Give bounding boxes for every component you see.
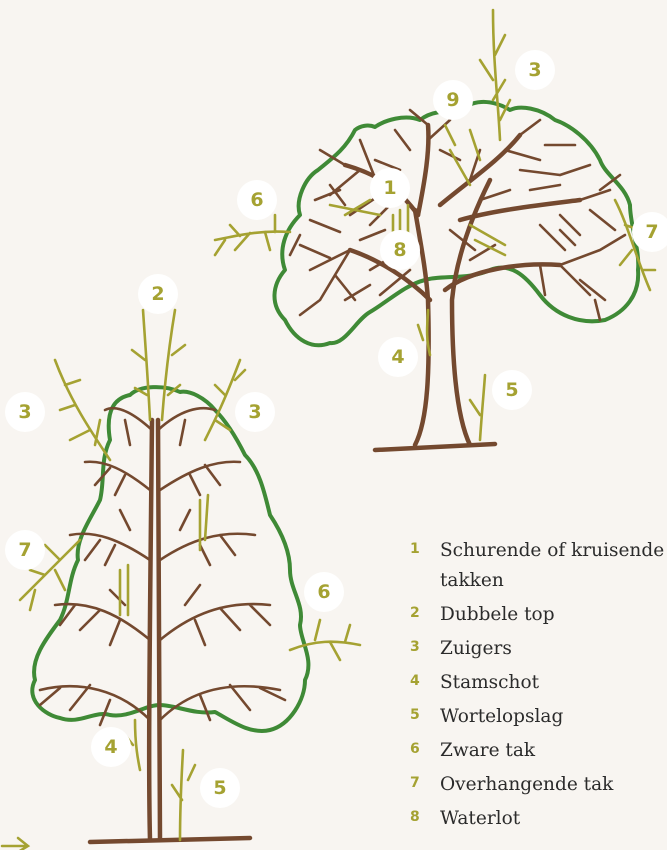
legend-label: Zuigers [440, 634, 665, 664]
legend-number: 2 [410, 600, 440, 621]
marker-conical-5: 5 [200, 768, 240, 808]
legend-number: 7 [410, 770, 440, 791]
marker-conical-6: 6 [304, 572, 344, 612]
marker-round-1: 1 [370, 168, 410, 208]
legend: 1Schurende of kruisende takken 2Dubbele … [410, 536, 665, 838]
marker-round-7: 7 [632, 212, 667, 252]
legend-item: 3Zuigers [410, 634, 665, 664]
marker-conical-4: 4 [91, 727, 131, 767]
legend-number: 3 [410, 634, 440, 655]
marker-round-9: 9 [433, 80, 473, 120]
legend-number: 5 [410, 702, 440, 723]
legend-item: 2Dubbele top [410, 600, 665, 630]
legend-label: Schurende of kruisende takken [440, 536, 665, 596]
legend-number: 1 [410, 536, 440, 557]
marker-conical-3-right: 3 [235, 392, 275, 432]
legend-item: 1Schurende of kruisende takken [410, 536, 665, 596]
legend-label: Wortelopslag [440, 702, 665, 732]
legend-label: Dubbele top [440, 600, 665, 630]
legend-item: 5Wortelopslag [410, 702, 665, 732]
legend-label: Zware tak [440, 736, 665, 766]
legend-item: 6Zware tak [410, 736, 665, 766]
marker-round-3: 3 [515, 50, 555, 90]
marker-round-6: 6 [237, 180, 277, 220]
round-tree-canopy-outline [274, 102, 638, 345]
legend-label: Stamschot [440, 668, 665, 698]
legend-number: 4 [410, 668, 440, 689]
marker-round-5: 5 [492, 370, 532, 410]
legend-item: 7Overhangende tak [410, 770, 665, 800]
marker-conical-3-left: 3 [5, 392, 45, 432]
legend-label: Overhangende tak [440, 770, 665, 800]
round-tree-problem-branches [215, 10, 655, 440]
legend-number: 6 [410, 736, 440, 757]
round-tree-branches [290, 110, 625, 320]
conical-tree [20, 310, 360, 842]
marker-conical-7: 7 [5, 530, 45, 570]
marker-round-8: 8 [380, 230, 420, 270]
arrow-right-icon [2, 838, 28, 850]
legend-item: 8Waterlot [410, 804, 665, 834]
legend-number: 8 [410, 804, 440, 825]
marker-round-4: 4 [378, 337, 418, 377]
marker-conical-2: 2 [138, 274, 178, 314]
round-tree [215, 10, 655, 450]
legend-label: Waterlot [440, 804, 665, 834]
legend-item: 4Stamschot [410, 668, 665, 698]
